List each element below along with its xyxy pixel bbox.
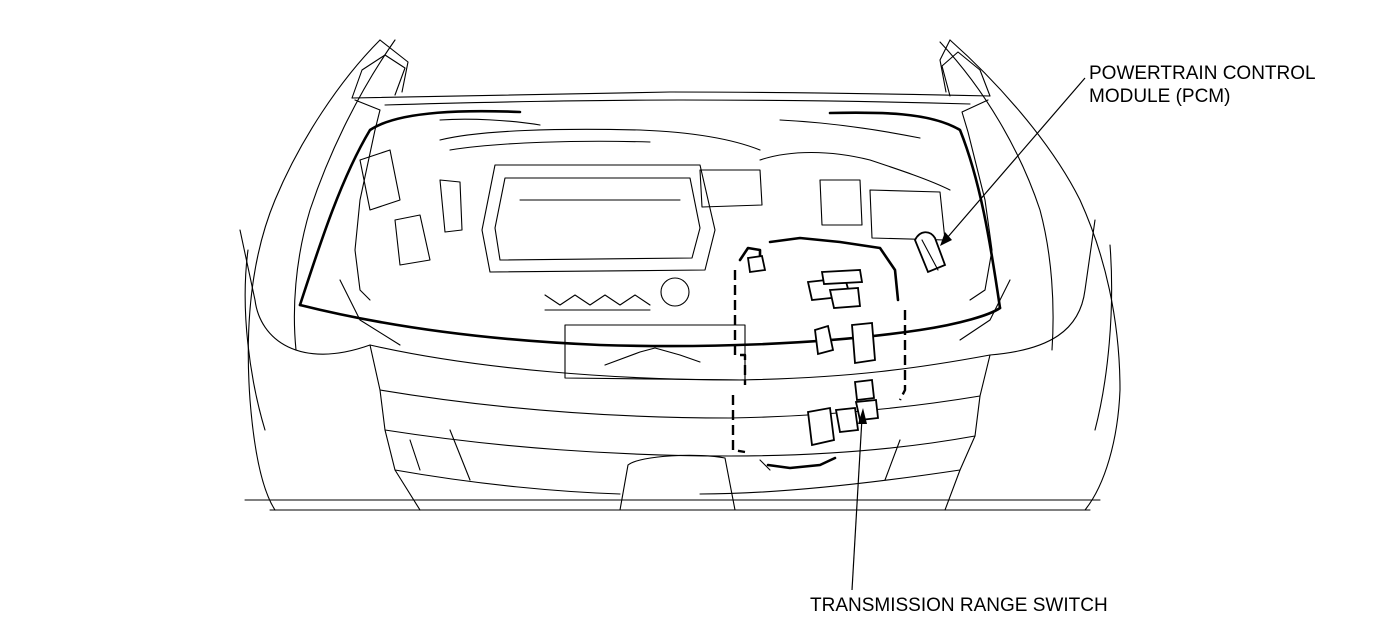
front-fascia — [239, 109, 1113, 511]
pcm-label-line1: POWERTRAIN CONTROL — [1089, 63, 1316, 84]
radiator-panel — [564, 324, 746, 381]
connectors — [746, 254, 879, 447]
pcm-leader-line — [940, 77, 1086, 246]
pcm-label-line2: MODULE (PCM) — [1089, 86, 1230, 107]
trs-leader-line — [851, 408, 867, 591]
engine-block — [359, 118, 951, 311]
vehicle-body-outline — [247, 39, 1121, 511]
pcm-unit — [914, 231, 947, 274]
trs-label: TRANSMISSION RANGE SWITCH — [810, 595, 1108, 616]
wiring-harness — [731, 236, 907, 471]
